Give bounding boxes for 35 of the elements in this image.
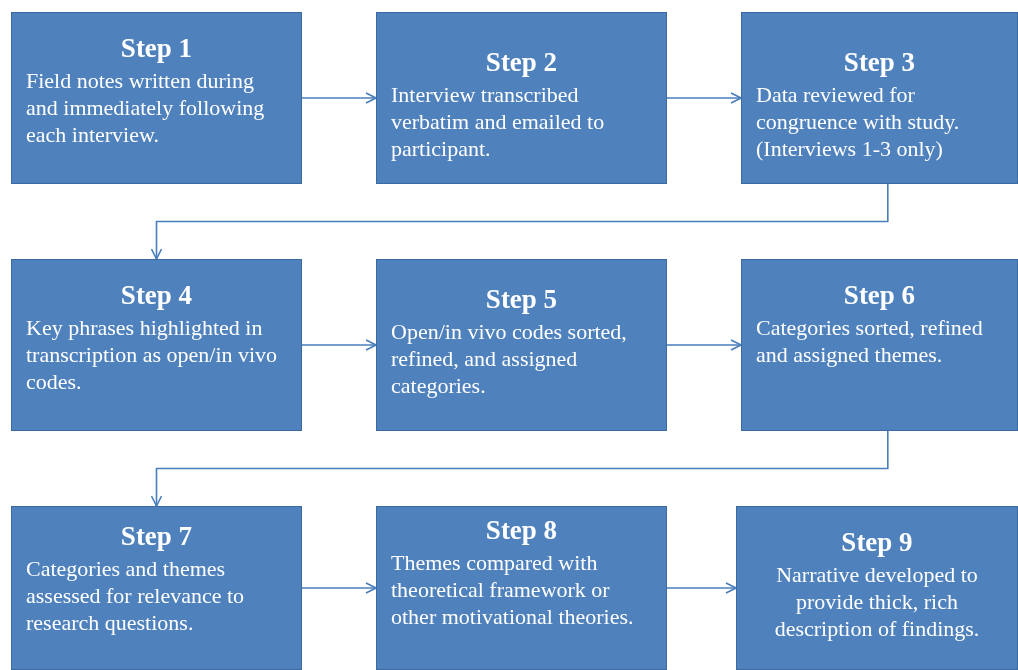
step-box <box>11 506 302 670</box>
arrow <box>666 339 742 351</box>
step-box <box>11 259 302 431</box>
step-heading: Step 4 <box>119 280 194 312</box>
step-heading: Step 7 <box>119 521 194 553</box>
arrow <box>301 339 377 351</box>
step-description: Categories sorted, refined and assigned themes. <box>756 315 984 369</box>
step-box <box>11 12 302 184</box>
step-heading: Step 1 <box>119 33 194 65</box>
step-heading: Step 8 <box>484 515 559 547</box>
step-description: Data reviewed for congruence with study. (Interviews 1-3 only) <box>756 82 961 163</box>
arrow <box>301 92 377 104</box>
step-heading: Step 6 <box>842 280 917 312</box>
arrow <box>150 183 889 260</box>
step-box <box>736 506 1018 670</box>
step-box <box>741 259 1018 431</box>
step-description: Field notes written during and immediately following each interview. <box>26 68 266 149</box>
step-heading: Step 3 <box>842 47 917 79</box>
step-box <box>376 506 667 670</box>
step-heading: Step 9 <box>840 527 914 559</box>
step-description: Narrative developed to provide thick, rich description of findings. <box>773 562 981 643</box>
step-description: Key phrases highlighted in transcription as open/in vivo codes. <box>26 315 279 396</box>
arrow <box>666 582 737 594</box>
step-description: Themes compared with theoretical framework or other motivational theories. <box>391 550 635 631</box>
step-heading: Step 2 <box>484 47 559 79</box>
step-box <box>741 12 1018 184</box>
step-description: Open/in vivo codes sorted, refined, and assigned categories. <box>391 319 628 400</box>
step-heading: Step 5 <box>484 284 559 316</box>
step-box <box>376 12 667 184</box>
arrow <box>150 430 889 507</box>
arrow <box>301 582 377 594</box>
step-description: Interview transcribed verbatim and emailed to participant. <box>391 82 606 163</box>
step-box <box>376 259 667 431</box>
step-description: Categories and themes assessed for relevance to research questions. <box>26 556 246 637</box>
arrow <box>666 92 742 104</box>
